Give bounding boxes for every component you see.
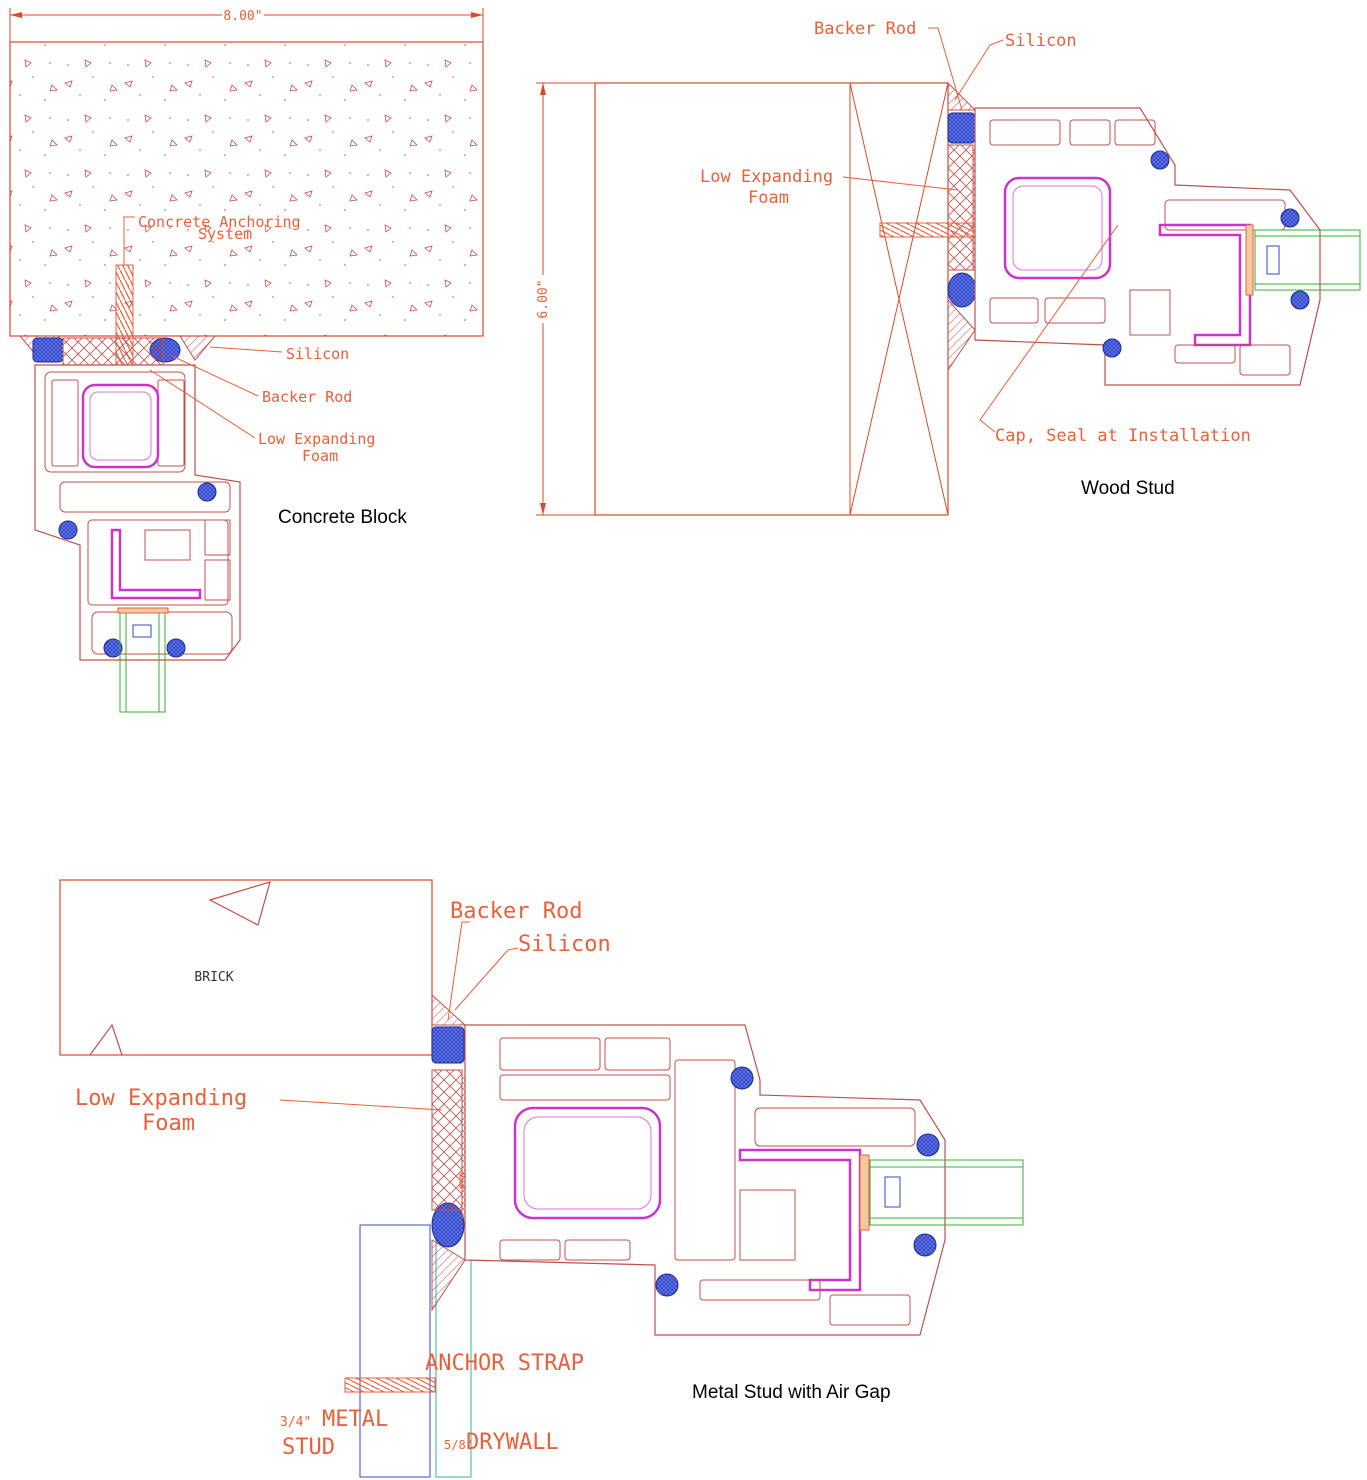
wood-cap-seal-label: Cap, Seal at Installation <box>995 426 1251 446</box>
metal-backer-rod-label: Backer Rod <box>450 899 582 924</box>
wood-dimension-label: 6.00" <box>536 279 551 318</box>
drywall-fraction: 5/8" <box>444 1438 473 1452</box>
wood-stud-detail: 6.00" <box>533 19 1361 516</box>
concrete-silicon-label: Silicon <box>286 345 349 363</box>
metal-stud-caption: Metal Stud with Air Gap <box>692 1382 891 1403</box>
concrete-dimension: 8.00" <box>9 6 484 45</box>
concrete-block-detail: 8.00" <box>9 6 484 713</box>
wood-stud <box>594 82 949 516</box>
concrete-foam-label: Low Expanding <box>258 430 375 448</box>
wood-backer-rod-label: Backer Rod <box>814 19 916 39</box>
concrete-block <box>9 41 484 337</box>
concrete-anchoring-label: Concrete Anchoring <box>138 213 301 231</box>
metal-window-frame <box>464 1024 946 1336</box>
metal-foam-label: Low Expanding <box>75 1086 247 1111</box>
wood-dimension: 6.00" <box>533 82 598 516</box>
anchor-strap-label: ANCHOR STRAP <box>425 1351 584 1376</box>
drywall-label: DRYWALL <box>466 1430 559 1455</box>
concrete-backer-rod-label: Backer Rod <box>262 388 352 406</box>
brick <box>59 879 433 1056</box>
metal-stud-detail: BRICK <box>59 879 1024 1478</box>
concrete-anchoring-label-2: System <box>198 225 252 243</box>
wood-foam-label-2: Foam <box>748 188 789 208</box>
concrete-glazing <box>117 607 169 713</box>
wood-stud-caption: Wood Stud <box>1081 478 1175 499</box>
wood-glazing <box>1245 224 1361 296</box>
metal-foam-label-2: Foam <box>142 1111 195 1136</box>
metal-stud-fraction: 3/4" <box>280 1415 311 1430</box>
metal-stud-label-2: STUD <box>282 1435 335 1460</box>
metal-stud-label: METAL <box>322 1407 388 1432</box>
wood-foam-label: Low Expanding <box>700 167 833 187</box>
brick-label: BRICK <box>194 970 233 985</box>
wood-silicon-label: Silicon <box>1005 31 1077 51</box>
concrete-block-caption: Concrete Block <box>278 507 407 528</box>
concrete-foam-label-2: Foam <box>302 447 338 465</box>
metal-silicon-label: Silicon <box>518 932 611 957</box>
concrete-dimension-label: 8.00" <box>223 9 262 24</box>
concrete-window-frame <box>34 364 241 661</box>
metal-glazing <box>859 1154 1024 1231</box>
metal-stud <box>359 1224 431 1478</box>
